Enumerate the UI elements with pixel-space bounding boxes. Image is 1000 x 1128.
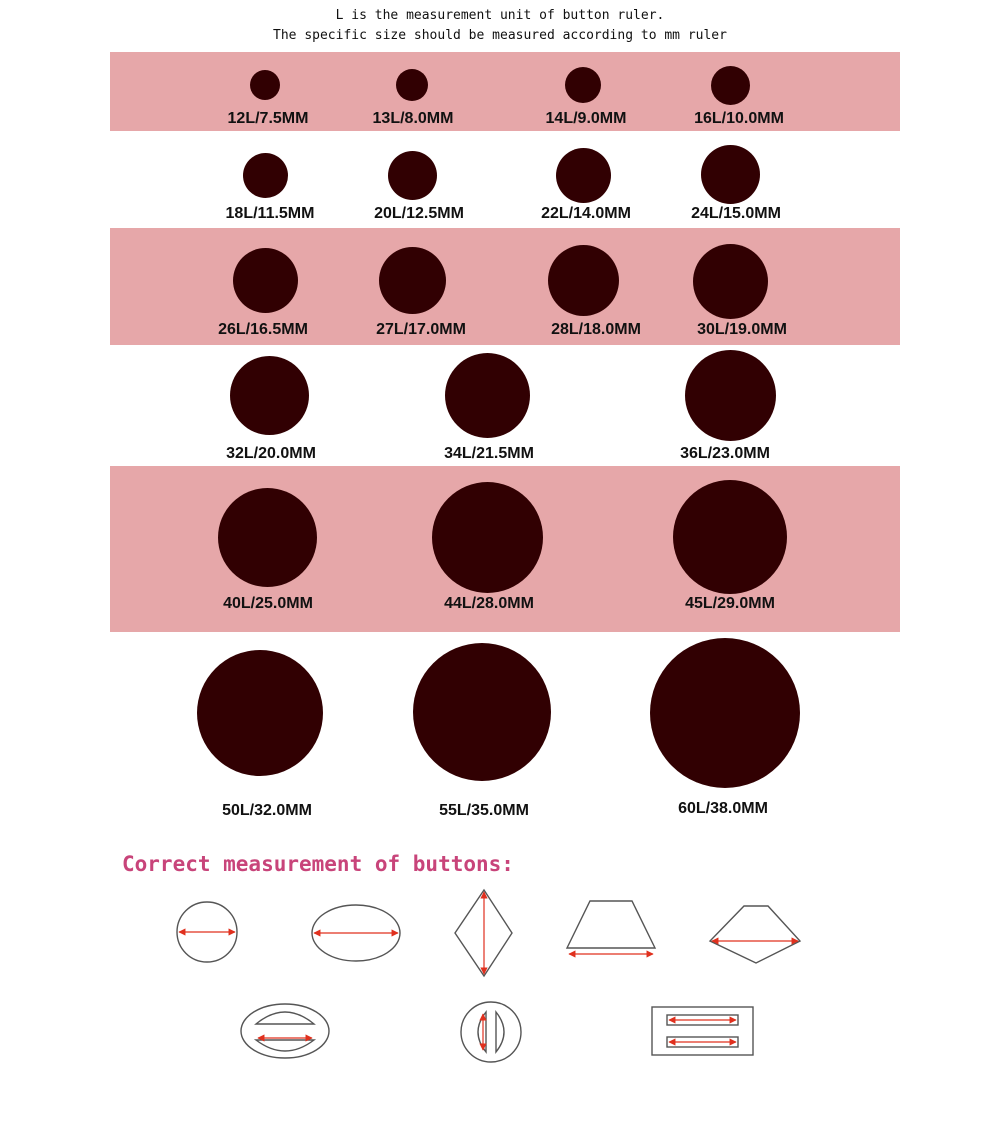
button-size-label: 20L/12.5MM	[374, 205, 464, 222]
button-circle-40l	[217, 487, 317, 587]
hexagon-button-diagram	[708, 905, 802, 964]
trapezoid-button-diagram	[565, 900, 657, 958]
button-circle-27l	[378, 246, 446, 314]
button-size-label: 32L/20.0MM	[226, 445, 316, 462]
button-size-label: 36L/23.0MM	[680, 445, 770, 462]
button-circle-55l	[413, 643, 551, 781]
button-circle-14l	[565, 67, 601, 103]
button-size-label: 26L/16.5MM	[218, 321, 308, 338]
button-size-label: 24L/15.0MM	[691, 205, 781, 222]
button-circle-60l	[650, 638, 800, 788]
button-size-label: 60L/38.0MM	[678, 800, 768, 817]
round-button-diagram	[176, 901, 238, 963]
button-circle-18l	[242, 152, 288, 198]
button-size-label: 22L/14.0MM	[541, 205, 631, 222]
button-circle-26l	[232, 247, 298, 313]
button-size-label: 16L/10.0MM	[694, 110, 784, 127]
button-size-label: 30L/19.0MM	[697, 321, 787, 338]
pink-band-row-1	[110, 52, 900, 131]
button-circle-24l	[700, 144, 760, 204]
button-size-label: 40L/25.0MM	[223, 595, 313, 612]
button-circle-34l	[444, 352, 530, 438]
button-size-label: 28L/18.0MM	[551, 321, 641, 338]
round-slotted-button-diagram	[460, 1001, 522, 1063]
button-size-label: 50L/32.0MM	[222, 802, 312, 819]
button-circle-12l	[250, 70, 280, 100]
button-size-label: 18L/11.5MM	[225, 205, 315, 222]
button-size-label: 45L/29.0MM	[685, 595, 775, 612]
diamond-button-diagram	[454, 888, 513, 978]
button-circle-50l	[197, 650, 323, 776]
button-circle-13l	[396, 69, 428, 101]
button-circle-28l	[547, 244, 619, 316]
button-circle-45l	[673, 480, 787, 594]
button-circle-32l	[229, 355, 309, 435]
button-size-label: 12L/7.5MM	[227, 110, 309, 127]
header-line-1: L is the measurement unit of button rule…	[335, 8, 665, 23]
button-size-label: 27L/17.0MM	[376, 321, 466, 338]
rectangle-slotted-button-diagram	[651, 1006, 754, 1056]
button-circle-22l	[555, 147, 611, 203]
button-size-label: 55L/35.0MM	[439, 802, 529, 819]
button-circle-16l	[710, 65, 750, 105]
button-size-label: 34L/21.5MM	[444, 445, 534, 462]
oval-button-diagram	[311, 904, 401, 962]
button-circle-30l	[692, 243, 768, 319]
button-size-label: 14L/9.0MM	[545, 110, 627, 127]
oval-slotted-button-diagram	[240, 1003, 330, 1059]
button-size-label: 44L/28.0MM	[444, 595, 534, 612]
button-circle-36l	[684, 349, 776, 441]
button-size-label: 13L/8.0MM	[372, 110, 454, 127]
header-line-2: The specific size should be measured acc…	[273, 28, 727, 43]
measurement-title: Correct measurement of buttons:	[122, 852, 514, 876]
button-circle-20l	[387, 150, 437, 200]
button-circle-44l	[431, 481, 543, 593]
